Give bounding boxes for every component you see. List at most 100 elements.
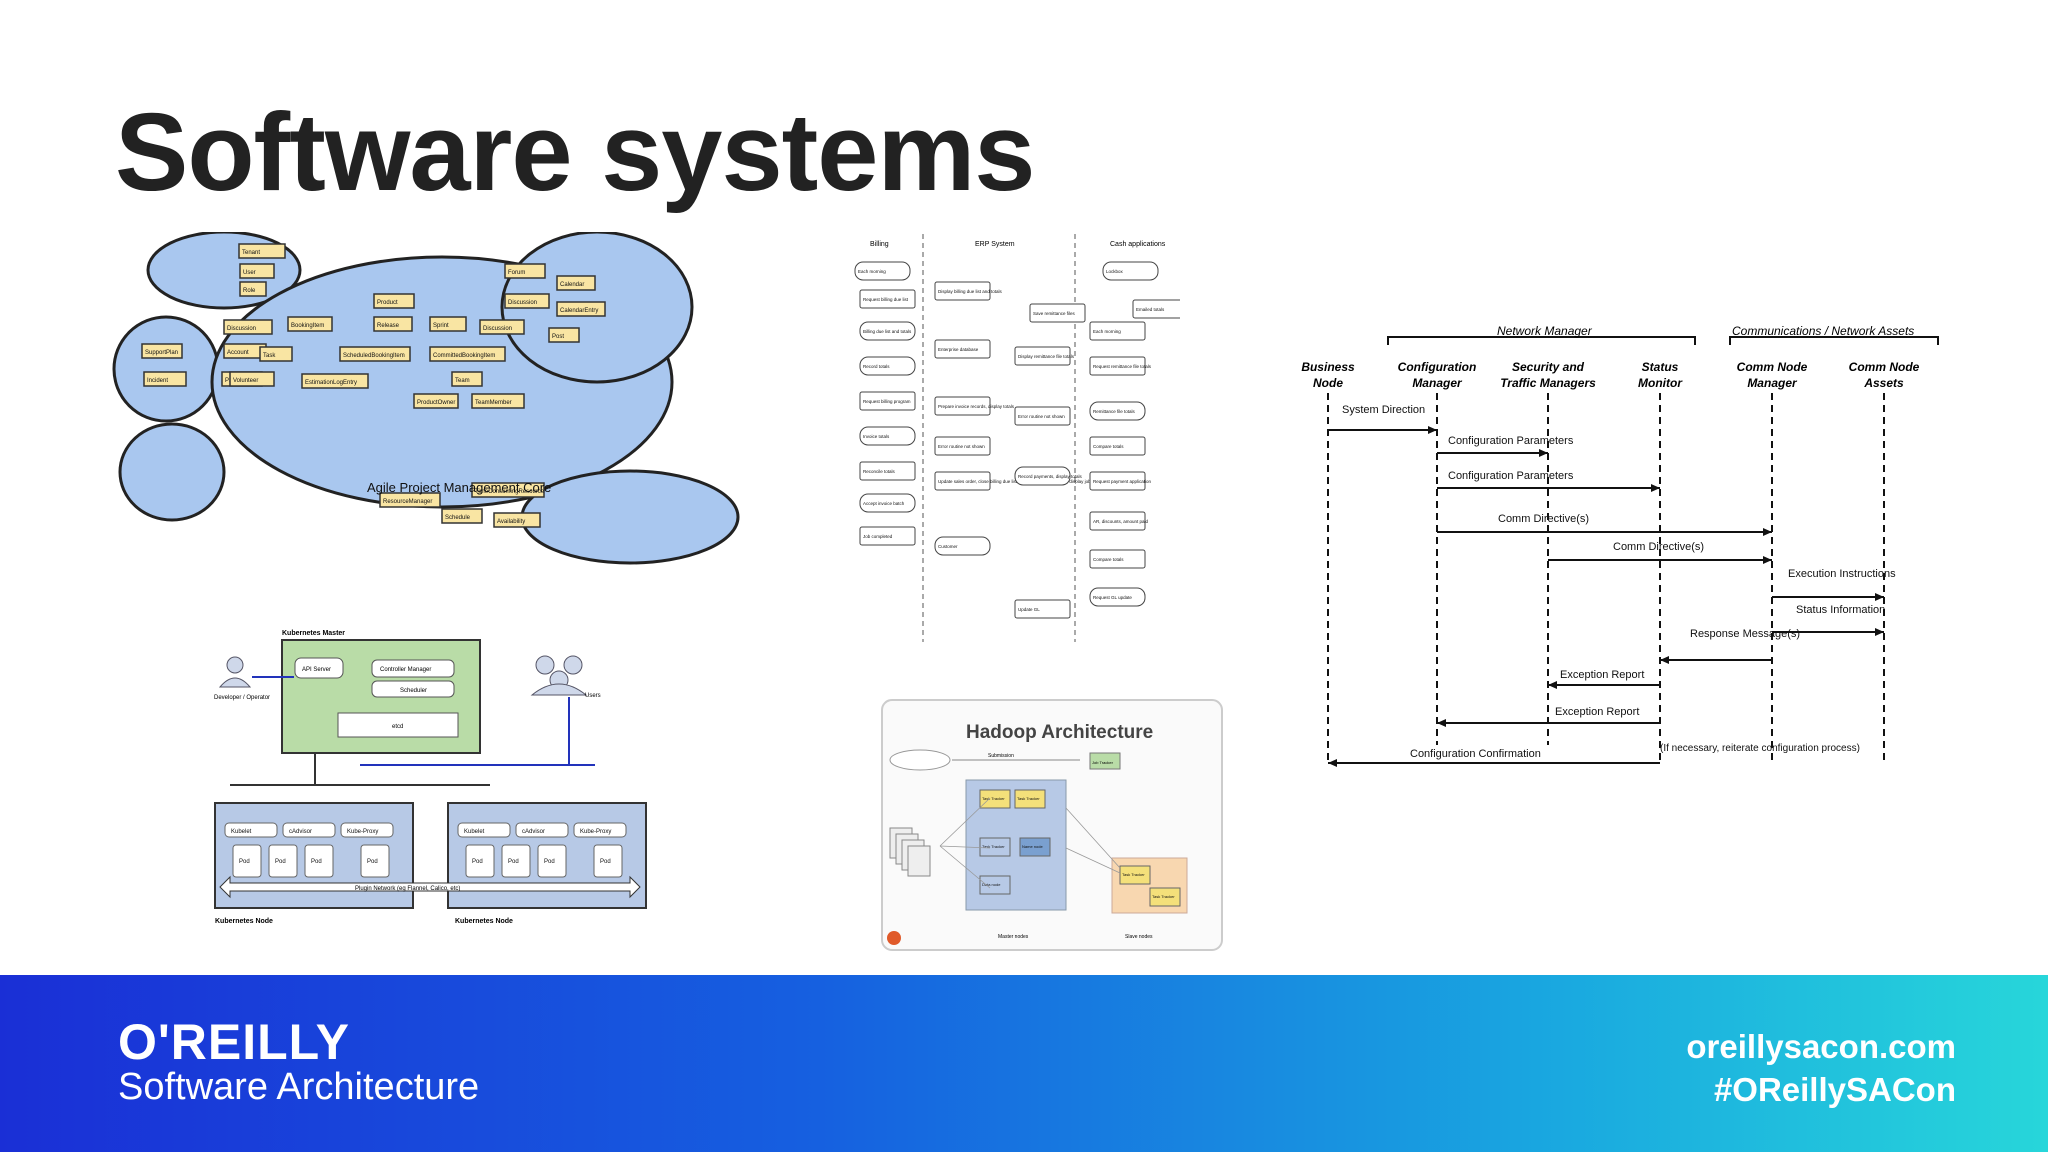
sequence-diagram: Network Manager Communications / Network…	[1301, 324, 1939, 767]
agile-entity-box: EstimationLogEntry	[301, 373, 369, 389]
flow-node: Invoice totals	[859, 426, 916, 446]
flow-node: Job completed	[859, 526, 916, 546]
agile-entity-box: Forum	[504, 263, 546, 279]
agile-entity-box: BookingItem	[287, 316, 333, 332]
agile-entity-box: TeamMember	[471, 393, 525, 409]
svg-text:Name node: Name node	[1022, 844, 1043, 849]
svg-text:Invoice totals: Invoice totals	[863, 434, 890, 439]
svg-text:Each morning: Each morning	[1093, 329, 1121, 334]
kube-node-label: Kubernetes Node	[455, 918, 513, 925]
svg-text:Release: Release	[377, 323, 400, 329]
svg-text:Comm Directive(s): Comm Directive(s)	[1613, 541, 1704, 553]
sequence-message: Exception Report	[1437, 706, 1660, 727]
svg-text:Lockbox: Lockbox	[1106, 269, 1124, 274]
svg-text:Kube-Proxy: Kube-Proxy	[580, 829, 611, 835]
agile-entity-box: CommittedBookingItem	[429, 346, 506, 362]
svg-text:Account: Account	[227, 350, 249, 356]
svg-text:Exception Report: Exception Report	[1555, 706, 1639, 718]
hadoop-submission: Submission	[988, 753, 1014, 759]
svg-text:Status Information: Status Information	[1796, 604, 1885, 616]
agile-entity-box: Schedule	[441, 508, 483, 524]
svg-text:Forum: Forum	[508, 270, 525, 276]
svg-text:Exception Report: Exception Report	[1560, 669, 1644, 681]
hadoop-link	[939, 845, 991, 849]
flow-node: Compare totals	[1089, 549, 1146, 569]
agile-core-label: Agile Project Management Core	[367, 480, 551, 495]
svg-text:Emailed totals: Emailed totals	[1136, 307, 1165, 312]
agile-entity-box: ResourceManager	[379, 492, 441, 508]
svg-text:Compare totals: Compare totals	[1093, 557, 1124, 562]
kubernetes-diagram: Kubernetes Master API Server Controller …	[214, 630, 647, 925]
svg-text:Discussion: Discussion	[483, 326, 512, 332]
svg-text:Request GL update: Request GL update	[1093, 595, 1132, 600]
svg-text:Team: Team	[455, 378, 470, 384]
flow-node: Compare totals	[1089, 436, 1146, 456]
svg-text:Task Tracker: Task Tracker	[1122, 872, 1145, 877]
agile-entity-box: Product	[373, 293, 415, 309]
svg-text:Configuration Parameters: Configuration Parameters	[1448, 435, 1574, 447]
svg-text:Discussion: Discussion	[227, 326, 256, 332]
svg-text:Sprint: Sprint	[433, 323, 449, 329]
svg-text:ProductOwner: ProductOwner	[417, 400, 455, 406]
svg-text:Kubelet: Kubelet	[231, 829, 252, 835]
flow-node: Reconcile totals	[859, 461, 916, 481]
svg-text:Kube-Proxy: Kube-Proxy	[347, 829, 378, 835]
svg-text:Save remittance files: Save remittance files	[1033, 311, 1076, 316]
svg-text:Configuration Parameters: Configuration Parameters	[1448, 470, 1574, 482]
brand-subtitle: Software Architecture	[118, 1066, 480, 1108]
svg-text:Compare totals: Compare totals	[1093, 444, 1124, 449]
svg-text:Pod: Pod	[311, 859, 322, 865]
svg-text:Task Tracker: Task Tracker	[1017, 796, 1040, 801]
svg-text:Execution Instructions: Execution Instructions	[1788, 568, 1896, 580]
svg-text:Schedule: Schedule	[445, 515, 471, 521]
svg-text:Reconcile totals: Reconcile totals	[863, 469, 896, 474]
svg-text:CalendarEntry: CalendarEntry	[560, 308, 598, 314]
svg-text:Comm Directive(s): Comm Directive(s)	[1498, 513, 1589, 525]
svg-text:Pod: Pod	[600, 859, 611, 865]
kube-developer-label: Developer / Operator	[214, 695, 270, 701]
svg-text:TimeConsumingResource: TimeConsumingResource	[475, 489, 545, 495]
flow-node: Request payment application	[1089, 471, 1152, 491]
slide-title: Software systems	[115, 91, 1035, 214]
svg-text:Request billing program: Request billing program	[863, 399, 911, 404]
svg-text:Error routine not shown: Error routine not shown	[1018, 414, 1065, 419]
svg-text:Tenant: Tenant	[242, 250, 260, 256]
svg-text:Accept invoice batch: Accept invoice batch	[863, 501, 905, 506]
agile-entity-box: User	[239, 263, 275, 279]
svg-text:Post: Post	[552, 334, 564, 340]
svg-text:Calendar: Calendar	[560, 282, 584, 288]
agile-entity-box: ScheduledBookingItem	[339, 346, 411, 362]
svg-text:Update GL: Update GL	[1018, 607, 1040, 612]
kube-node-label: Kubernetes Node	[215, 918, 273, 925]
hadoop-input-file	[907, 845, 931, 877]
sequence-message: System Direction	[1328, 404, 1437, 434]
agile-entity-box: Calendar	[556, 275, 596, 291]
sequence-message: Configuration Parameters	[1437, 470, 1660, 492]
hashtag: #OReillySACon	[1713, 1071, 1956, 1108]
flow-node: Save remittance files	[1029, 303, 1086, 323]
agile-entity-box: Discussion	[479, 319, 525, 335]
flow-node: Remittance file totals	[1089, 401, 1146, 421]
svg-text:Record payments, display total: Record payments, display totals	[1018, 474, 1083, 479]
hadoop-master-label: Master nodes	[998, 934, 1029, 940]
developer-icon	[218, 656, 252, 688]
flow-node: Lockbox	[1102, 261, 1159, 281]
kube-etcd-label: etcd	[392, 724, 403, 730]
svg-text:AR, discounts, amount paid: AR, discounts, amount paid	[1093, 519, 1149, 524]
kube-users-label: Users	[585, 693, 601, 699]
flow-node: Request GL update	[1089, 587, 1146, 607]
svg-text:cAdvisor: cAdvisor	[522, 829, 545, 835]
group-network-manager: Network Manager	[1497, 324, 1593, 338]
website-link[interactable]: oreillysacon.com	[1686, 1028, 1956, 1065]
hadoop-link	[1065, 847, 1121, 874]
kube-pod: Pod	[593, 844, 623, 878]
agile-entity-box: CalendarEntry	[556, 301, 606, 317]
hadoop-node: Name node	[1019, 837, 1051, 857]
svg-text:Response Message(s): Response Message(s)	[1690, 628, 1800, 640]
kube-network-label: Plugin Network (eg Flannel, Calico, etc)	[355, 886, 460, 892]
agile-entity-box: Post	[548, 327, 580, 343]
svg-text:Volunteer: Volunteer	[233, 378, 258, 384]
